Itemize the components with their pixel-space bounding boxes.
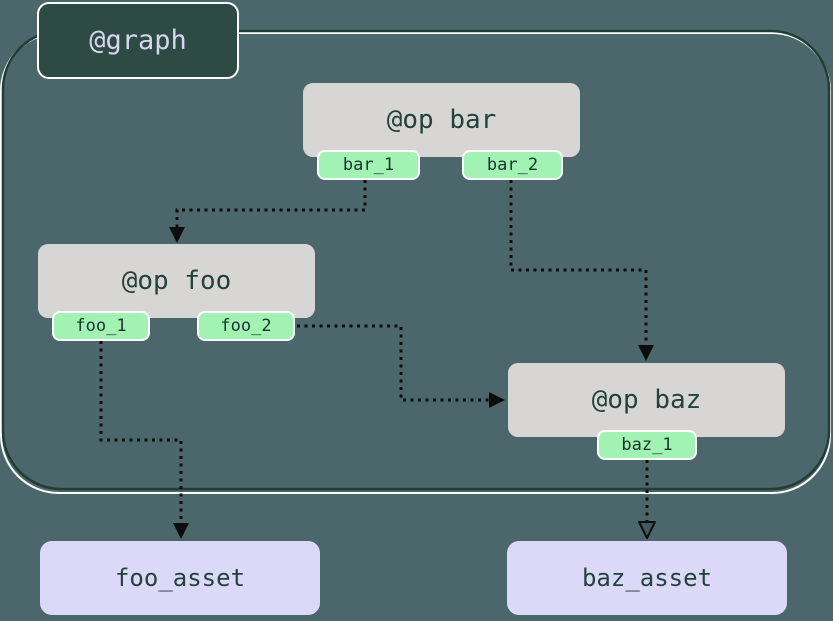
arrowhead-icon — [638, 345, 654, 361]
edge-baz1-to-baz-asset — [638, 460, 656, 539]
arrowhead-icon — [173, 523, 189, 539]
asset-node-baz-asset: baz_asset — [507, 541, 787, 615]
output-handle-bar_1: bar_1 — [317, 150, 420, 180]
graph-title-label: @graph — [89, 25, 187, 56]
output-handle-bar_2: bar_2 — [462, 150, 563, 180]
op-foo-label: @op foo — [121, 266, 232, 296]
output-handle-label: baz_1 — [621, 435, 673, 455]
graph-container-border — [1, 29, 831, 491]
edge-bar1-to-foo — [169, 180, 367, 243]
arrowhead-icon — [638, 521, 656, 539]
op-node-foo: @op foo foo_1 foo_2 — [38, 244, 315, 341]
graph-title-badge: @graph — [37, 2, 239, 79]
output-handle-label: foo_2 — [220, 316, 272, 336]
output-handle-label: bar_1 — [342, 155, 395, 175]
op-node-baz: @op baz baz_1 — [508, 363, 785, 460]
output-handle-label: bar_2 — [486, 155, 539, 175]
edge-foo2-to-baz — [297, 324, 505, 408]
arrowhead-icon — [489, 392, 505, 408]
arrowhead-icon — [169, 227, 185, 243]
edge-bar2-to-baz — [509, 180, 654, 361]
asset-foo-label: foo_asset — [114, 564, 246, 592]
output-handle-foo_2: foo_2 — [197, 311, 295, 341]
output-handle-foo_1: foo_1 — [52, 311, 150, 341]
op-node-bar: @op bar bar_1 bar_2 — [303, 83, 580, 180]
output-handle-label: foo_1 — [75, 316, 127, 336]
op-baz-label: @op baz — [591, 385, 702, 415]
op-bar-label: @op bar — [386, 105, 497, 135]
edge-foo1-to-foo-asset — [99, 341, 189, 539]
asset-baz-label: baz_asset — [581, 564, 713, 592]
output-handle-baz_1: baz_1 — [597, 430, 697, 460]
asset-node-foo-asset: foo_asset — [40, 541, 320, 615]
